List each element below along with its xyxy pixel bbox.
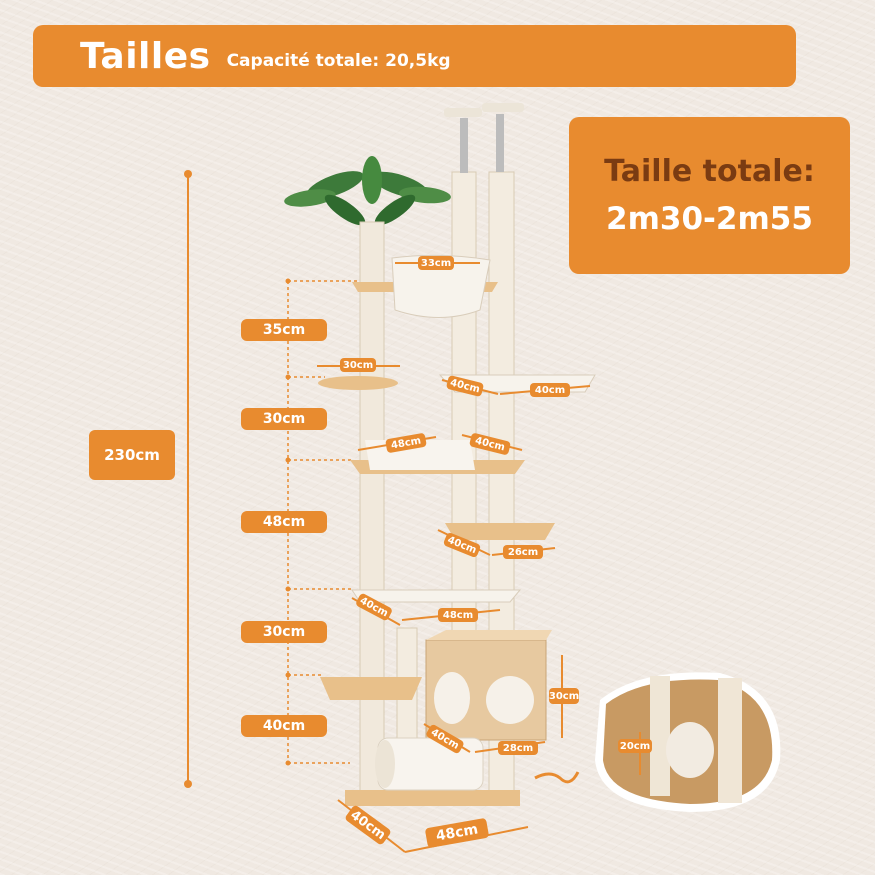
page-title: Tailles [80, 35, 211, 77]
tunnel [375, 737, 484, 791]
total-height-label: Taille totale: [604, 154, 815, 189]
dim-step-b: 26cm [503, 545, 543, 559]
height-48-pill: 48cm [241, 511, 327, 533]
capacity-text: Capacité totale: 20,5kg [226, 51, 451, 71]
total-height-box: Taille totale: 2m30-2m55 [569, 117, 850, 274]
dim-condo-width: 28cm [498, 741, 538, 755]
condo-box [425, 630, 552, 741]
height-40-pill: 40cm [241, 715, 327, 737]
total-height-value: 2m30-2m55 [606, 201, 813, 237]
dim-small-round: 30cm [340, 358, 376, 372]
total-height-label-pill: 230cm [89, 430, 175, 480]
inset-photo [595, 672, 781, 812]
level-dots [285, 278, 291, 766]
height-30b-pill: 30cm [241, 621, 327, 643]
total-height-line [184, 170, 192, 788]
header-banner: Tailles Capacité totale: 20,5kg [33, 25, 796, 87]
height-30a-pill: 30cm [241, 408, 327, 430]
height-35-pill: 35cm [241, 319, 327, 341]
swirl-icon [534, 771, 580, 784]
dim-hammock-top: 33cm [418, 256, 454, 270]
dim-lower-bed-b: 48cm [438, 608, 478, 622]
dim-right-hammock-b: 40cm [530, 383, 570, 397]
dim-inset-opening: 20cm [618, 739, 652, 753]
plant-leaves [284, 156, 451, 226]
dim-condo-height: 30cm [549, 688, 579, 704]
